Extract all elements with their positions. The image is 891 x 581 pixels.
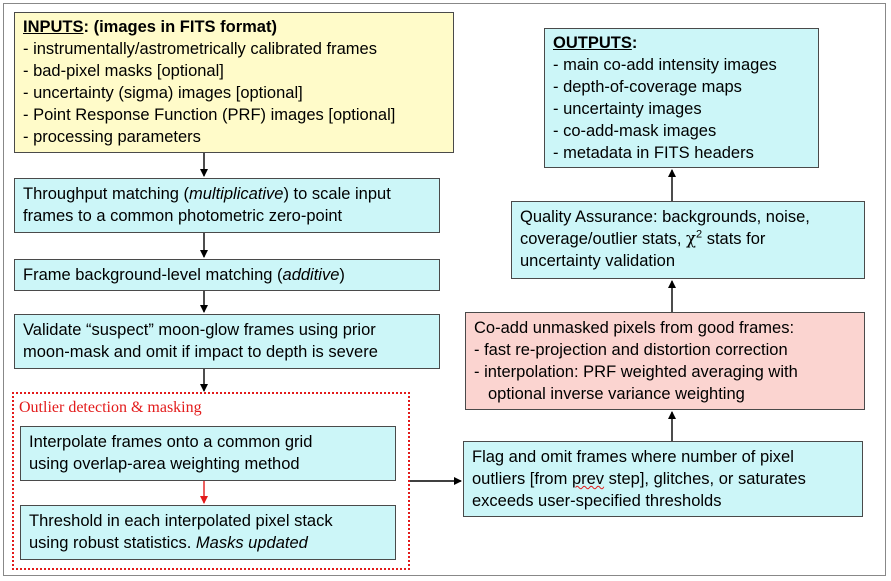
quality-assurance-box: Quality Assurance: backgrounds, noise, c… [511, 201, 865, 279]
moonglow-line-2: moon-mask and omit if impact to depth is… [23, 343, 378, 361]
inputs-item: - bad-pixel masks [optional] [23, 62, 224, 80]
inputs-heading: INPUTS: (images in FITS format) [23, 16, 445, 38]
threshold-line-2: using robust statistics. Masks updated [29, 532, 387, 554]
coadd-line-2: - fast re-projection and distortion corr… [474, 341, 788, 359]
inputs-item: - processing parameters [23, 128, 201, 146]
moonglow-line-1: Validate “suspect” moon-glow frames usin… [23, 321, 376, 339]
threshold-line-1: Threshold in each interpolated pixel sta… [29, 512, 333, 530]
moonglow-box: Validate “suspect” moon-glow frames usin… [14, 314, 440, 369]
background-matching-line: Frame background-level matching (additiv… [23, 264, 431, 286]
outputs-item: - uncertainty images [553, 100, 702, 118]
outputs-item: - depth-of-coverage maps [553, 78, 742, 96]
throughput-text: Throughput matching ( [23, 185, 190, 203]
inputs-title-suffix: : (images in FITS format) [83, 18, 277, 36]
qa-text: stats for [702, 230, 766, 248]
interpolate-line-1: Interpolate frames onto a common grid [29, 433, 313, 451]
qa-chi-symbol: χ [686, 229, 696, 248]
interpolate-line-2: using overlap-area weighting method [29, 455, 300, 473]
threshold-emphasis: Masks updated [195, 534, 308, 552]
flag-line-2: outliers [from prev step], glitches, or … [472, 468, 854, 490]
throughput-text: ) to scale input [283, 185, 391, 203]
outputs-heading: OUTPUTS: [553, 32, 810, 54]
coadd-line-3: - interpolation: PRF weighted averaging … [474, 363, 798, 381]
inputs-item: - uncertainty (sigma) images [optional] [23, 84, 303, 102]
coadd-line-1: Co-add unmasked pixels from good frames: [474, 319, 795, 337]
inputs-item: - Point Response Function (PRF) images [… [23, 106, 396, 124]
inputs-item: - instrumentally/astrometrically calibra… [23, 40, 377, 58]
outlier-title: Outlier detection & masking [19, 399, 202, 416]
qa-text: coverage/outlier stats, [520, 230, 686, 248]
coadd-box: Co-add unmasked pixels from good frames:… [465, 312, 865, 410]
outputs-item: - co-add-mask images [553, 122, 717, 140]
inputs-box: INPUTS: (images in FITS format) - instru… [14, 12, 454, 153]
qa-line-1: Quality Assurance: backgrounds, noise, [520, 208, 810, 226]
flag-line-3: exceeds user-specified thresholds [472, 492, 722, 510]
outputs-title: OUTPUTS [553, 34, 632, 52]
outlier-group [12, 392, 410, 570]
throughput-line-1: Throughput matching (multiplicative) to … [23, 183, 431, 205]
flag-text: outliers [from [472, 470, 572, 488]
flag-box: Flag and omit frames where number of pix… [463, 441, 863, 517]
background-text: Frame background-level matching ( [23, 266, 283, 284]
throughput-emphasis: multiplicative [189, 185, 284, 203]
flag-line-1: Flag and omit frames where number of pix… [472, 448, 794, 466]
outputs-title-suffix: : [631, 34, 638, 52]
flag-spellcheck-word: prev [571, 470, 605, 488]
threshold-box: Threshold in each interpolated pixel sta… [20, 505, 396, 560]
flag-text: step], glitches, or saturates [604, 470, 806, 488]
coadd-line-4: optional inverse variance weighting [488, 385, 745, 403]
outputs-box: OUTPUTS: - main co-add intensity images … [544, 28, 819, 168]
throughput-box: Throughput matching (multiplicative) to … [14, 178, 440, 233]
threshold-text: using robust statistics. [29, 534, 196, 552]
outputs-item: - main co-add intensity images [553, 56, 777, 74]
background-matching-box: Frame background-level matching (additiv… [14, 259, 440, 291]
inputs-title: INPUTS [23, 18, 84, 36]
throughput-line-2: frames to a common photometric zero-poin… [23, 207, 343, 225]
qa-superscript: 2 [696, 228, 703, 241]
qa-line-2: coverage/outlier stats, χ2 stats for [520, 228, 856, 250]
background-emphasis: additive [282, 266, 340, 284]
outputs-item: - metadata in FITS headers [553, 144, 754, 162]
interpolate-box: Interpolate frames onto a common grid us… [20, 426, 396, 481]
qa-line-3: uncertainty validation [520, 252, 676, 270]
background-text: ) [339, 266, 345, 284]
